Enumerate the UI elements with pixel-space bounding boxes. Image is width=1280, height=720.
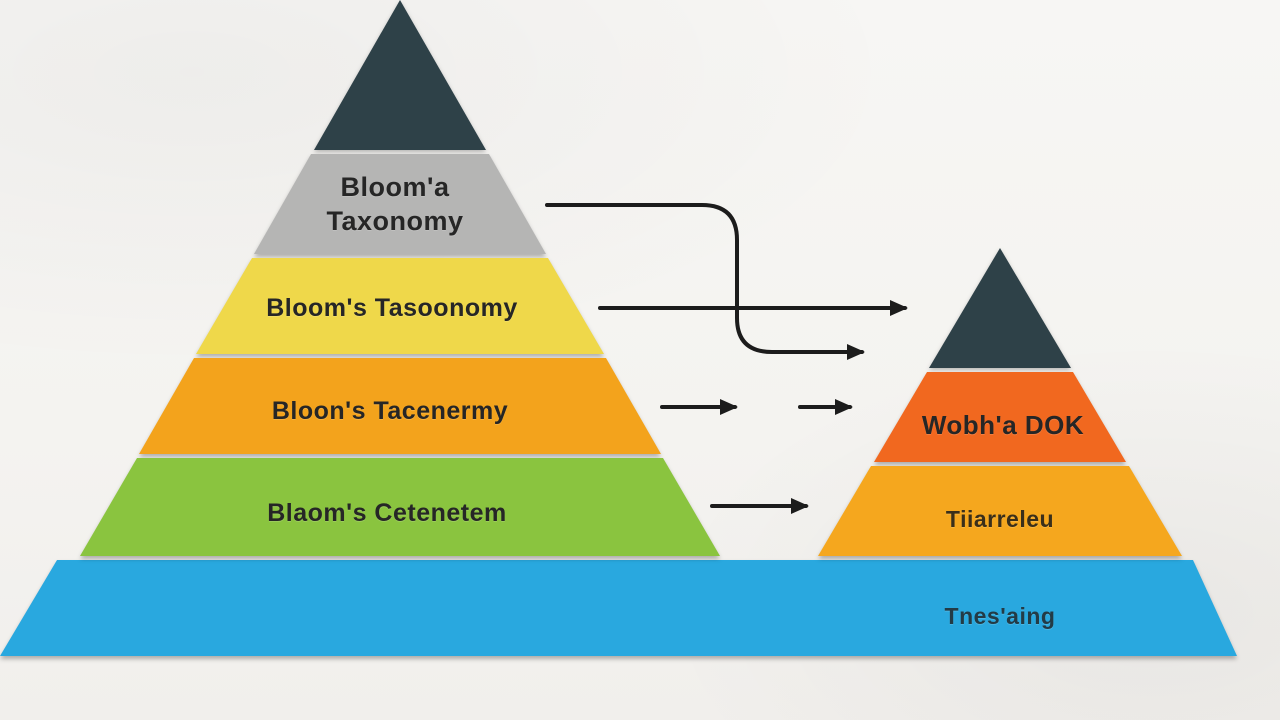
blooms-tier-yellow xyxy=(196,258,604,354)
blooms-tier-gray xyxy=(254,154,546,254)
webbs-tier-amber xyxy=(818,466,1182,556)
blooms-yellow-tier-label: Bloom's Tasoonomy xyxy=(266,294,518,322)
webbs-tier-apex xyxy=(929,248,1071,368)
blooms-orange-tier-label: Bloon's Tacenermy xyxy=(271,397,509,425)
blooms-tier-orange xyxy=(139,358,661,454)
webbs-tier-orange-red xyxy=(874,372,1126,462)
base-bar-shape xyxy=(0,560,1237,656)
connector-arrows xyxy=(545,203,908,514)
blooms-tier-green xyxy=(80,458,720,556)
webbs-amber-tier-label: Tiiarreleu xyxy=(945,506,1055,532)
blooms-tier-apex xyxy=(314,0,486,150)
blooms-gray-tier-label: Bloom'a Taxonomy xyxy=(326,172,464,236)
webbs-pyramid-group xyxy=(818,248,1182,556)
blooms-green-tier-label: Blaom's Cetenetem xyxy=(267,499,507,527)
webbs-dok-label: Wobh'a DOK xyxy=(921,410,1085,440)
base-bar-label: Tnes'aing xyxy=(944,603,1056,629)
blooms-pyramid-group xyxy=(80,0,720,556)
arrow-curved-gray-to-dok xyxy=(545,203,865,360)
